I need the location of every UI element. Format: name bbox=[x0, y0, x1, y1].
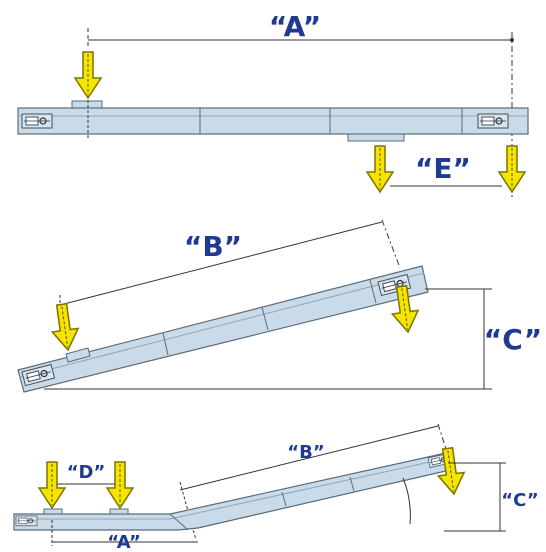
dimension-a-top: “A” bbox=[87, 10, 514, 200]
load-arrow-bottom-2 bbox=[106, 461, 134, 509]
load-arrow-top-right bbox=[498, 145, 526, 193]
label-e: “E” bbox=[415, 152, 471, 185]
dimension-c-mid: “C” bbox=[44, 288, 542, 390]
dimension-e: “E” bbox=[390, 152, 502, 187]
label-b-bottom: “B” bbox=[287, 442, 324, 463]
bent-beam bbox=[13, 452, 452, 531]
label-b-mid: “B” bbox=[184, 230, 242, 263]
load-arrow-top-left bbox=[74, 51, 102, 99]
label-c-mid: “C” bbox=[484, 323, 542, 356]
label-c-bottom: “C” bbox=[501, 490, 539, 511]
dimension-a-bottom: “A” bbox=[51, 520, 198, 552]
load-arrow-bottom-1 bbox=[38, 461, 66, 509]
dimension-d: “D” bbox=[52, 462, 120, 485]
dimension-c-bottom: “C” bbox=[444, 462, 539, 532]
label-a-top: “A” bbox=[269, 10, 321, 43]
label-d: “D” bbox=[67, 462, 106, 483]
load-arrow-top-middle bbox=[366, 145, 394, 193]
inclined-beam-diagram: “B” “C” bbox=[17, 219, 542, 393]
straight-beam bbox=[17, 60, 529, 142]
straight-beam-diagram: “A” “E” bbox=[17, 10, 529, 200]
inclined-beam bbox=[17, 265, 429, 393]
bent-beam-diagram: “D” “B” bbox=[13, 423, 539, 552]
load-arrow-mid-left bbox=[47, 301, 82, 353]
label-a-bottom: “A” bbox=[107, 532, 141, 552]
